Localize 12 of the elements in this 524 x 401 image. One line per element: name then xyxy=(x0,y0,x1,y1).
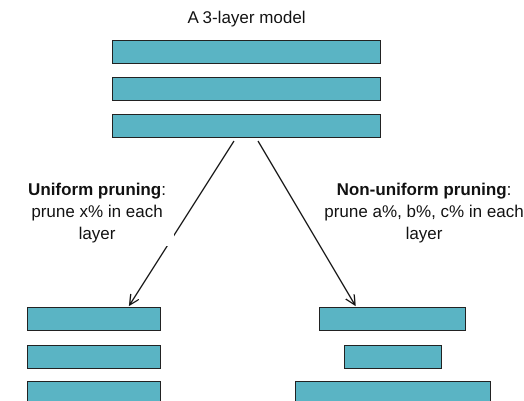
layer-bar xyxy=(27,345,161,369)
layer-bar xyxy=(112,77,381,101)
layer-bar xyxy=(112,40,381,64)
model-heading: A 3-layer model xyxy=(186,8,307,28)
layer-bar xyxy=(112,114,381,138)
layer-bar xyxy=(295,381,491,401)
layer-bar xyxy=(27,307,161,331)
arrow xyxy=(257,140,356,306)
layer-bar xyxy=(27,381,161,401)
arrow xyxy=(128,140,235,306)
layer-bar xyxy=(344,345,442,369)
layer-bar xyxy=(319,307,466,331)
